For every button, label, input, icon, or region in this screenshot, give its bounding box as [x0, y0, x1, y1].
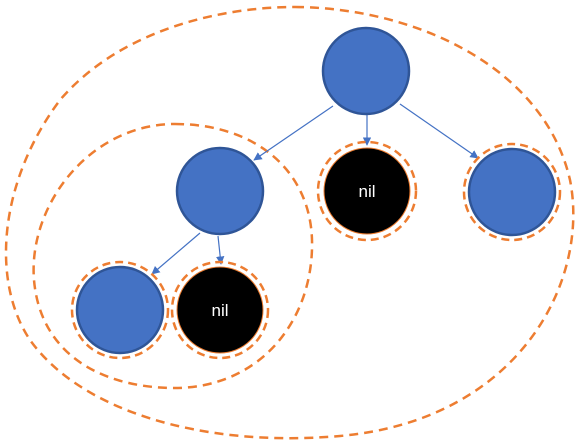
- leaf-outlines: [70, 140, 562, 360]
- nil-node: [323, 147, 411, 235]
- edges: [151, 103, 479, 275]
- nodes: nil nil: [75, 26, 557, 355]
- group-left-subtree: [32, 122, 314, 390]
- group-right-leaf: [462, 142, 562, 242]
- group-left-nil-leaf: [170, 260, 270, 360]
- group-outline: [32, 122, 314, 390]
- edge-left-left-left: [151, 232, 201, 275]
- group-whole-tree: [4, 5, 575, 440]
- nil-label: nil: [211, 301, 228, 320]
- edge-root-left: [253, 105, 334, 161]
- nil-node: [176, 266, 264, 354]
- tree-node-right: [467, 147, 557, 237]
- group-outline: [4, 5, 575, 440]
- nil-label: nil: [358, 182, 375, 201]
- group-mid-nil-leaf: [316, 140, 418, 242]
- edge-root-right: [399, 103, 479, 159]
- tree-node-root: [321, 26, 411, 116]
- tree-node-left-left: [75, 265, 165, 355]
- edge-left-left-nil: [216, 235, 225, 265]
- group-left-left-leaf: [70, 260, 170, 360]
- tree-node-left: [175, 146, 265, 236]
